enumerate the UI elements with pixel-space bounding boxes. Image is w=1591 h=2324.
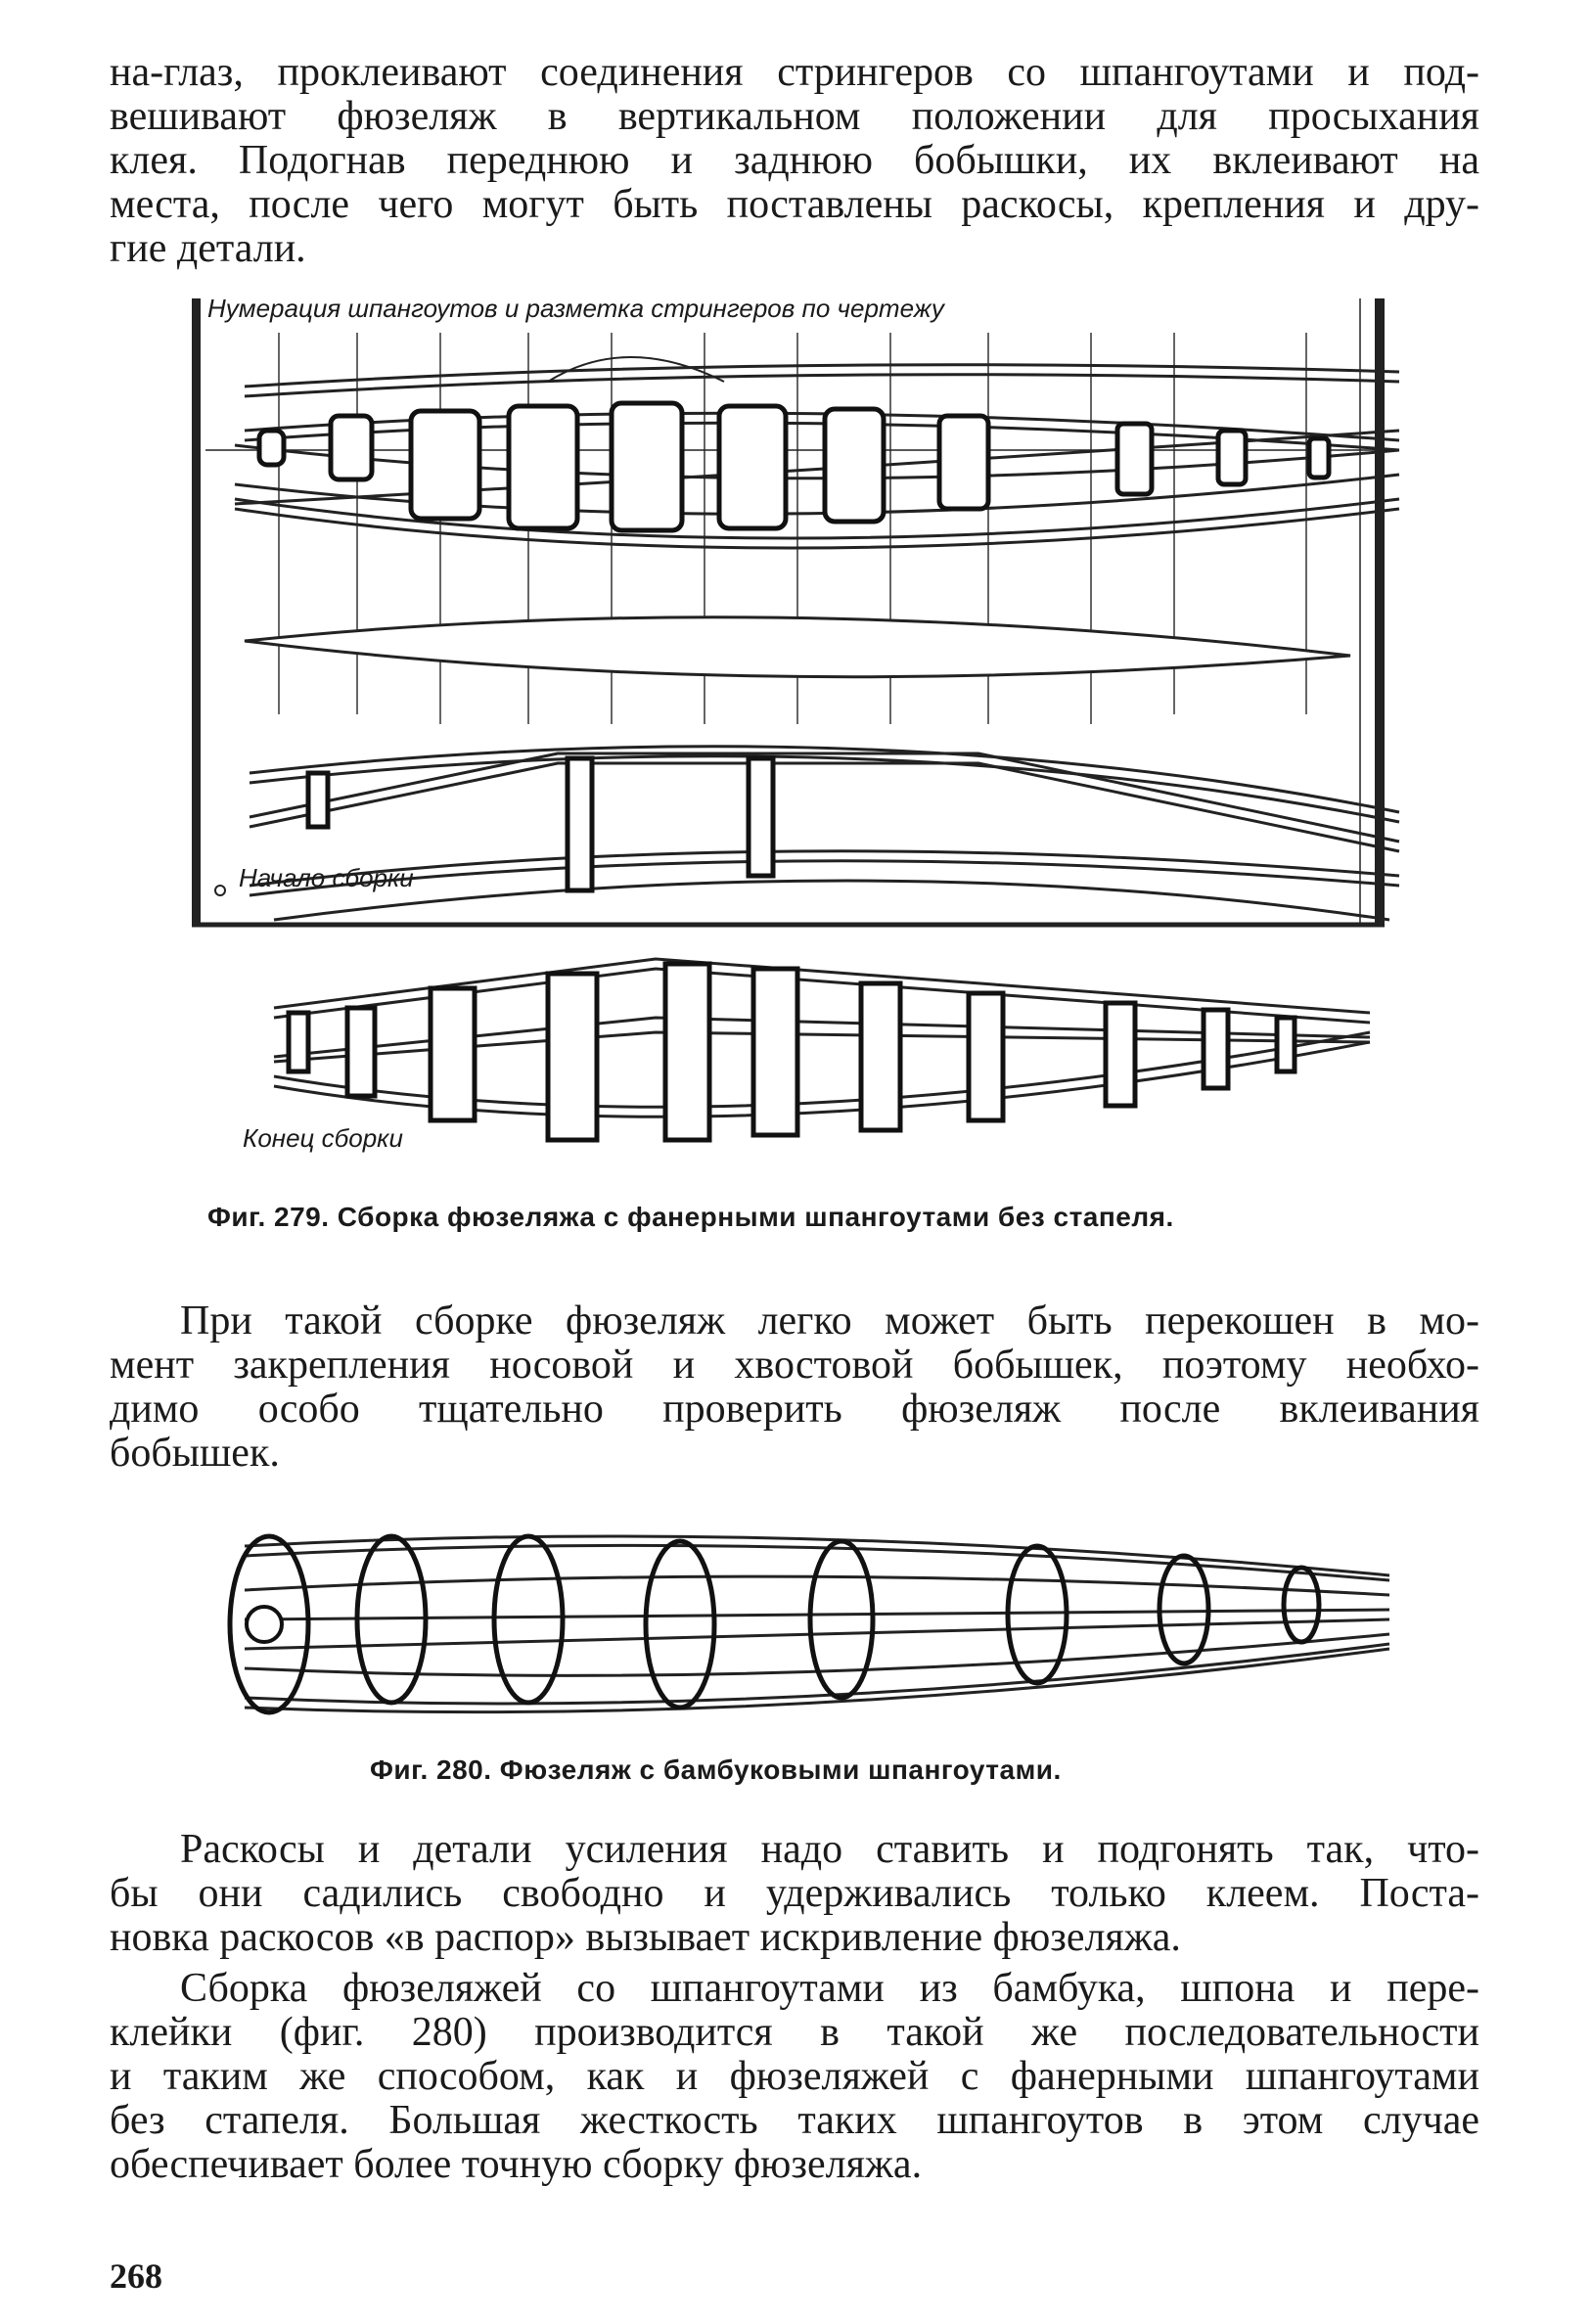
fig279-caption: Фиг. 279. Сборка фюзеляжа с фанерными шп… bbox=[207, 1202, 1174, 1232]
text-line: места, после чего могут быть поставлены … bbox=[110, 182, 1479, 227]
text-line: клея. Подогнав переднюю и заднюю бобышки… bbox=[110, 138, 1479, 183]
text-line: новка раскосов «в распор» вызывает искри… bbox=[110, 1915, 1181, 1960]
text-line: и таким же способом, как и фюзеляжей с ф… bbox=[110, 2054, 1479, 2099]
text-line: Раскосы и детали усиления надо ставить и… bbox=[180, 1827, 1479, 1872]
fig279-finished-fuselage bbox=[273, 957, 1371, 1143]
fig279-label-end: Конец сборки bbox=[243, 1123, 403, 1153]
text-line: гие детали. bbox=[110, 226, 306, 271]
text-line: бы они садились свободно и удерживались … bbox=[110, 1871, 1479, 1916]
fig280-caption: Фиг. 280. Фюзеляж с бамбуковыми шпангоут… bbox=[370, 1754, 1062, 1785]
fig279-label-top: Нумерация шпангоутов и разметка стрингер… bbox=[207, 294, 944, 323]
text-line: бобышек. bbox=[110, 1431, 280, 1476]
fig279-assembly-drawing bbox=[192, 298, 1400, 928]
fig280-bamboo-fuselage bbox=[227, 1533, 1390, 1715]
text-line: Сборка фюзеляжей со шпангоутами из бамбу… bbox=[180, 1966, 1479, 2011]
fig279-label-start: Начало сборки bbox=[239, 863, 414, 892]
text-line: При такой сборке фюзеляж легко может быт… bbox=[180, 1299, 1479, 1344]
text-line: мент закрепления носовой и хвостовой боб… bbox=[110, 1343, 1479, 1388]
text-line: вешивают фюзеляж в вертикальном положени… bbox=[110, 94, 1479, 139]
text-line: димо особо тщательно проверить фюзеляж п… bbox=[110, 1387, 1479, 1432]
text-line: на-глаз, проклеивают соединения стрингер… bbox=[110, 50, 1479, 95]
paragraph-3: Раскосы и детали усиления надо ставить и… bbox=[110, 1828, 1479, 1960]
text-line: обеспечивает более точную сборку фюзеляж… bbox=[110, 2142, 923, 2187]
paragraph-top: на-глаз, проклеивают соединения стрингер… bbox=[110, 51, 1479, 271]
text-line: без стапеля. Большая жесткость таких шпа… bbox=[110, 2098, 1479, 2143]
page-number: 268 bbox=[110, 2256, 162, 2296]
paragraph-middle: При такой сборке фюзеляж легко может быт… bbox=[110, 1299, 1479, 1476]
paragraph-4: Сборка фюзеляжей со шпангоутами из бамбу… bbox=[110, 1967, 1479, 2187]
text-line: клейки (фиг. 280) производится в такой ж… bbox=[110, 2010, 1479, 2055]
